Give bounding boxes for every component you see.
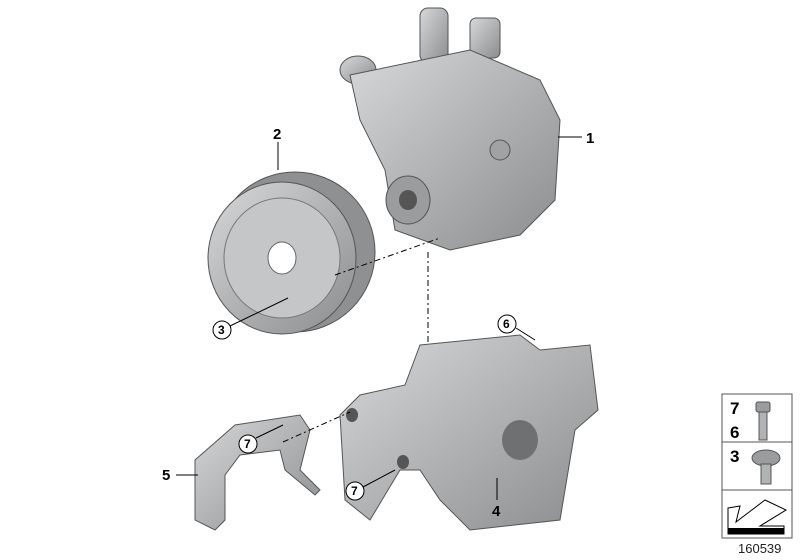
callout-6[interactable]: 6 bbox=[497, 314, 517, 334]
callout-7a[interactable]: 7 bbox=[238, 434, 258, 454]
callout-1[interactable]: 1 bbox=[586, 130, 594, 147]
callout-4[interactable]: 4 bbox=[492, 503, 501, 520]
power-steering-pump[interactable] bbox=[339, 7, 561, 251]
legend-3: 3 bbox=[730, 447, 739, 466]
bolt-icon bbox=[755, 401, 771, 441]
svg-text:3: 3 bbox=[218, 323, 225, 337]
legend-7: 7 bbox=[730, 399, 739, 418]
callout-2[interactable]: 2 bbox=[273, 126, 281, 143]
flange-screw-icon bbox=[751, 449, 781, 485]
callout-7b[interactable]: 7 bbox=[345, 481, 365, 501]
legend-6: 6 bbox=[730, 423, 739, 442]
arrow-icon bbox=[727, 499, 788, 535]
svg-text:7: 7 bbox=[351, 484, 358, 498]
leader-lines bbox=[176, 136, 582, 500]
pulley[interactable] bbox=[207, 171, 376, 335]
support-bracket[interactable] bbox=[194, 414, 321, 531]
fastener-legend: 7 6 3 bbox=[721, 393, 793, 539]
pump-bracket[interactable] bbox=[339, 334, 599, 531]
reference-number: 160539 bbox=[738, 541, 781, 556]
svg-text:6: 6 bbox=[503, 317, 510, 331]
callout-3[interactable]: 3 bbox=[212, 320, 232, 340]
callout-5[interactable]: 5 bbox=[162, 467, 170, 484]
svg-text:7: 7 bbox=[244, 437, 251, 451]
